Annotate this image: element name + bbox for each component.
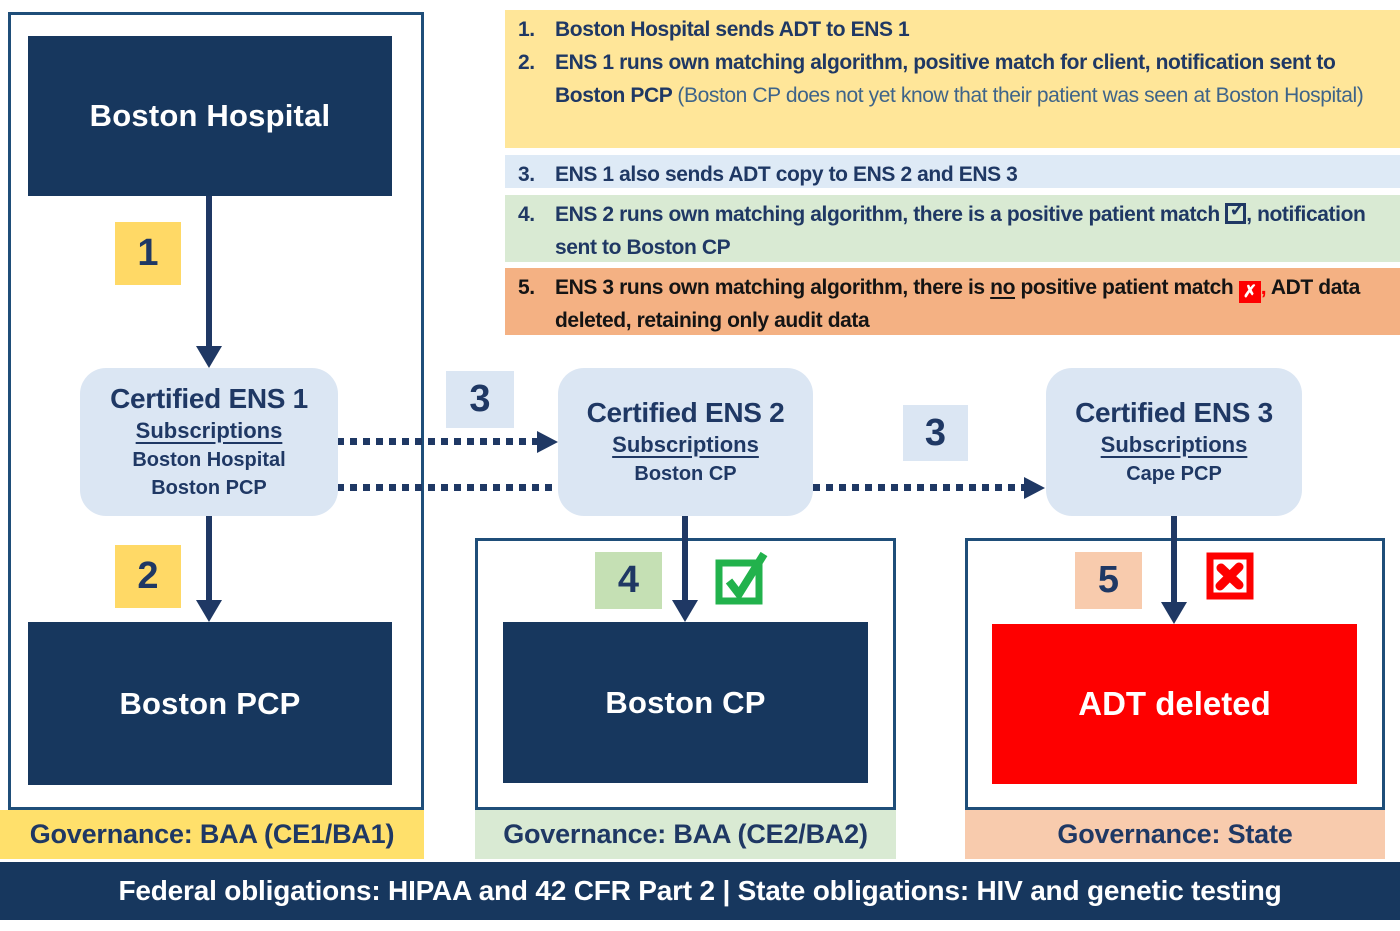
note-item-4-after: , notification sent to Boston CP [555,203,1366,259]
ens3-title: Certified ENS 3 [1075,397,1273,428]
governance-bar-middle-text: Governance: BAA (CE2/BA2) [503,819,868,849]
arrow-hospital-to-ens1 [206,196,212,347]
note-item-2-number: 2. [518,51,535,74]
step-label-2-text: 2 [137,555,159,597]
ens2-title: Certified ENS 2 [586,397,785,428]
arrow-ens2-to-cp-head [672,600,698,622]
note-item-5-start: ENS 3 runs own matching algorithm, there… [555,276,991,299]
step-label-5-text: 5 [1097,559,1120,601]
note-item-5-red-comma: , [1260,276,1267,299]
step-label-2: 2 [115,545,181,608]
check-icon-svg [715,551,768,605]
arrow-hospital-to-ens1-head [196,346,222,368]
note-item-5-mid: positive patient match [1015,276,1239,299]
governance-bar-right-text: Governance: State [1057,819,1293,849]
step-label-4-text: 4 [617,559,640,601]
governance-bar-left: Governance: BAA (CE1/BA1) [0,810,424,859]
note-item-5-end: ADT data deleted, retaining only audit d… [555,276,1360,332]
checkbox-x-icon [1238,280,1261,303]
note-block-salmon: 5. ENS 3 runs own matching algorithm, th… [505,268,1400,335]
node-boston-hospital: Boston Hospital [28,36,392,196]
step-label-3a-text: 3 [469,378,491,420]
dotted-arrow-ens1-to-ens3-head [1024,477,1045,499]
note-item-1: 1. Boston Hospital sends ADT to ENS 1 [505,13,1394,46]
dotted-arrow-ens1-to-ens2 [337,438,537,445]
note-item-5-number: 5. [518,276,535,299]
node-certified-ens3: Certified ENS 3 Subscriptions Cape PCP [1046,368,1302,516]
step-label-4: 4 [595,552,662,609]
node-boston-cp-label: Boston CP [605,684,766,720]
note-block-green: 4. ENS 2 runs own matching algorithm, th… [505,195,1400,262]
arrow-ens1-to-pcp-head [196,600,222,622]
note-item-2: 2. ENS 1 runs own matching algorithm, po… [505,46,1394,112]
note-item-3-text: ENS 1 also sends ADT copy to ENS 2 and E… [555,163,1018,186]
note-item-5: 5. ENS 3 runs own matching algorithm, th… [505,271,1394,337]
ens1-subscriber-1: Boston Hospital [132,449,286,471]
check-icon [714,546,768,606]
step-label-3b: 3 [903,405,968,461]
step-label-3a: 3 [446,371,514,428]
note-item-3-number: 3. [518,163,535,186]
governance-bar-left-text: Governance: BAA (CE1/BA1) [29,819,395,849]
arrow-ens3-to-adt-head [1161,602,1187,624]
step-label-5: 5 [1075,552,1142,609]
x-icon-svg [1206,552,1254,600]
node-adt-deleted-label: ADT deleted [1078,685,1271,722]
note-item-2-text: ENS 1 runs own matching algorithm, posit… [555,46,1394,112]
note-item-4-text: ENS 2 runs own matching algorithm, there… [555,198,1394,264]
node-boston-cp: Boston CP [503,622,868,783]
note-item-1-text: Boston Hospital sends ADT to ENS 1 [555,18,910,41]
node-boston-hospital-label: Boston Hospital [89,98,331,133]
governance-bar-right: Governance: State [965,810,1385,859]
note-item-4-number: 4. [518,203,535,226]
dotted-arrow-ens1-to-ens3-left-segment [337,484,555,491]
node-adt-deleted: ADT deleted [992,624,1357,784]
step-label-3b-text: 3 [924,411,947,454]
step-label-1-text: 1 [137,232,159,274]
arrow-ens3-to-adt [1171,516,1177,603]
obligations-footer-text: Federal obligations: HIPAA and 42 CFR Pa… [118,875,1282,906]
dotted-arrow-ens1-to-ens3-right-segment [813,484,1025,491]
note-item-4-before: ENS 2 runs own matching algorithm, there… [555,203,1226,226]
note-item-1-number: 1. [518,18,535,41]
ens1-subscriber-2: Boston PCP [151,477,267,499]
dotted-arrow-ens1-to-ens2-head [537,431,558,453]
governance-bar-middle: Governance: BAA (CE2/BA2) [475,810,896,859]
x-icon [1206,552,1254,600]
node-boston-pcp: Boston PCP [28,622,392,785]
obligations-footer-bar: Federal obligations: HIPAA and 42 CFR Pa… [0,862,1400,920]
step-label-1: 1 [115,222,181,285]
ens2-subscriptions-label: Subscriptions [612,432,759,457]
arrow-ens2-to-cp [682,516,688,601]
note-item-2-parenthetical: (Boston CP does not yet know that their … [677,84,1364,107]
ens1-subscriptions-label: Subscriptions [135,418,283,443]
ens3-subscriptions-label: Subscriptions [1100,432,1248,457]
node-boston-pcp-label: Boston PCP [119,685,301,721]
ens2-subscriber-1: Boston CP [634,463,737,485]
arrow-ens1-to-pcp [206,516,212,601]
note-item-4: 4. ENS 2 runs own matching algorithm, th… [505,198,1394,264]
note-item-5-underlined: no [990,276,1016,299]
ens3-subscriber-1: Cape PCP [1126,463,1222,485]
node-certified-ens2: Certified ENS 2 Subscriptions Boston CP [558,368,813,516]
note-item-2-main: ENS 1 runs own matching algorithm, posit… [555,51,1336,107]
checkbox-checked-icon [1225,200,1247,224]
note-item-3: 3. ENS 1 also sends ADT copy to ENS 2 an… [505,158,1394,191]
ens1-title: Certified ENS 1 [110,383,308,414]
note-block-blue: 3. ENS 1 also sends ADT copy to ENS 2 an… [505,155,1400,188]
note-item-5-text: ENS 3 runs own matching algorithm, there… [555,271,1394,337]
note-block-yellow: 1. Boston Hospital sends ADT to ENS 1 2.… [505,10,1400,148]
node-certified-ens1: Certified ENS 1 Subscriptions Boston Hos… [80,368,338,516]
